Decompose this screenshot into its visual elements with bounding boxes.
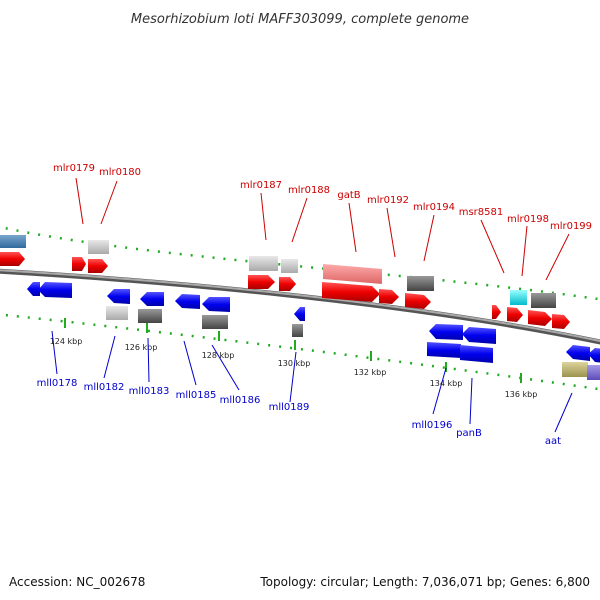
gene-label-forward: mlr0187 [240,180,282,191]
gene-label-forward: mlr0179 [53,163,95,174]
gene-arrow-forward [248,275,275,289]
gene-arrow-forward [322,282,380,302]
gene-feature [88,240,109,254]
gene-arrow-reverse [427,342,461,358]
gene-label-reverse: mll0182 [84,382,125,393]
gene-feature [281,259,298,273]
map-title: Mesorhizobium loti MAFF303099, complete … [131,12,469,27]
gene-label-forward: mlr0199 [550,221,592,232]
gene-arrow-reverse [27,282,40,296]
gene-label-reverse: mll0185 [176,390,217,401]
tick-label: 132 kbp [354,368,387,377]
gene-label-forward: mlr0192 [367,195,409,206]
gene-label-forward: gatB [337,190,360,201]
gene-label-reverse: mll0183 [129,386,170,397]
gene-arrow-reverse [460,345,493,363]
topology-text: Topology: circular; Length: 7,036,071 bp… [259,575,590,589]
gene-feature [587,365,600,380]
gene-arrow-reverse [462,327,496,344]
gene-label-forward: msr8581 [459,207,504,218]
gene-feature [249,256,278,271]
gene-arrow-reverse [202,297,230,312]
tick-label: 136 kbp [505,390,538,399]
gene-arrow-reverse [588,348,600,363]
tick-label: 134 kbp [430,379,463,388]
gene-arrow-forward [279,277,296,291]
tick-marks [64,318,522,383]
tick-label: 126 kbp [125,343,158,352]
gene-label-reverse: aat [545,436,561,447]
gene-arrow-reverse [429,324,463,340]
reverse-genes [27,282,600,380]
gene-feature [0,235,26,248]
tick-label: 124 kbp [50,337,83,346]
gene-label-forward: mlr0188 [288,185,330,196]
gene-arrow-forward [528,310,552,326]
gene-feature [323,264,382,284]
gene-arrow-forward [507,307,523,322]
gene-feature [106,306,128,320]
gene-arrow-forward [379,289,399,304]
gene-label-forward: mlr0180 [99,167,141,178]
gene-arrow-reverse [294,307,305,321]
gene-label-reverse: mll0178 [37,378,78,389]
gene-arrow-forward [0,252,25,266]
gene-arrow-forward [405,293,431,309]
gene-arrow-forward [492,305,501,319]
accession-text: Accession: NC_002678 [9,575,145,589]
gene-label-forward: mlr0198 [507,214,549,225]
gene-arrow-forward [88,259,108,273]
gene-arrow-reverse [107,289,130,304]
gene-feature [202,315,228,329]
gene-arrow-reverse [175,294,200,309]
gene-arrow-reverse [140,292,164,306]
gene-feature [562,362,588,377]
gene-feature [292,324,303,337]
gene-arrow-reverse [38,282,72,298]
genome-backbone [0,268,600,345]
forward-genes [0,235,570,329]
forward-label-leaders [75,177,570,281]
genome-backbone-highlight [0,269,600,342]
gene-label-reverse: panB [456,428,482,439]
gene-label-reverse: mll0186 [220,395,261,406]
gene-arrow-reverse [566,345,590,361]
gene-arrow-forward [552,314,570,329]
gene-feature [138,309,162,323]
gene-label-forward: mlr0194 [413,202,455,213]
gene-feature [531,293,556,308]
gene-feature [407,276,434,291]
gene-label-reverse: mll0196 [412,420,453,431]
reverse-label-leaders [51,330,573,433]
gene-label-reverse: mll0189 [269,402,310,413]
gene-arrow-forward [72,257,86,271]
tick-label: 130 kbp [278,359,311,368]
gene-feature [510,290,527,305]
